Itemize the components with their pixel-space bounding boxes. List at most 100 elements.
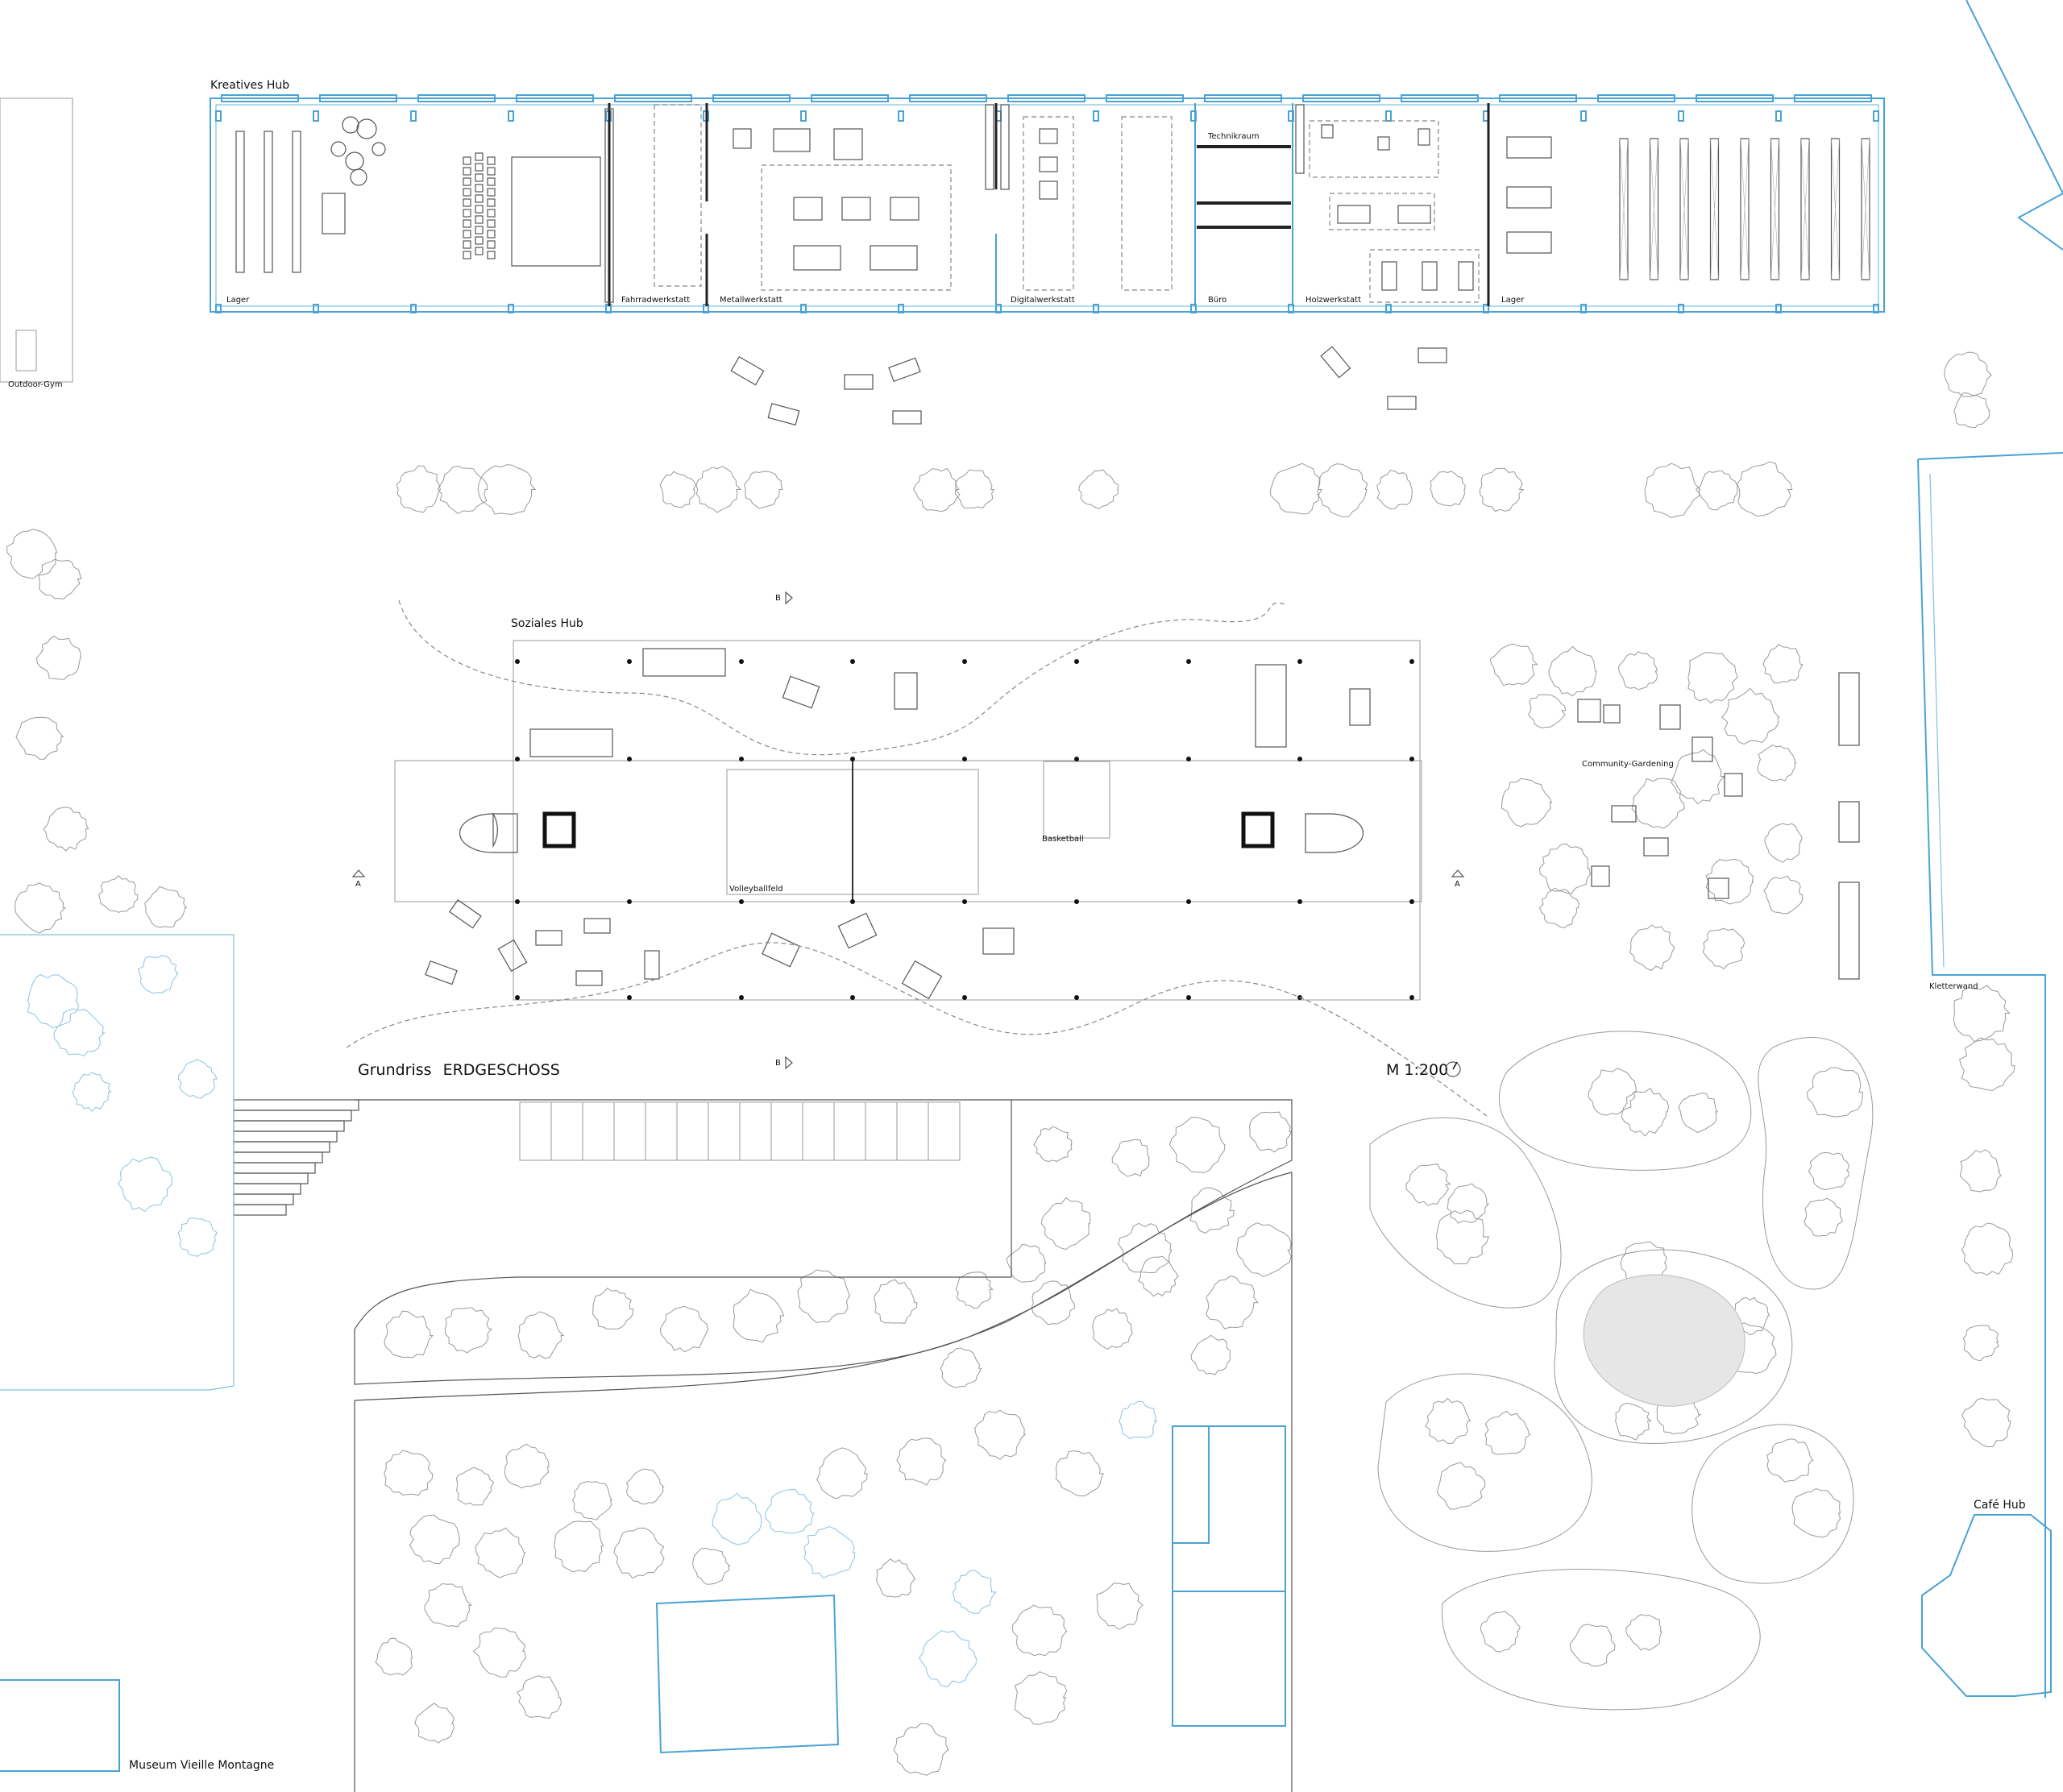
structural-column <box>515 757 520 761</box>
tree-icon <box>375 1637 413 1676</box>
tree-icon <box>1014 1671 1068 1725</box>
tree-icon <box>733 1288 785 1343</box>
storage-rack <box>604 108 614 303</box>
parking-bay <box>519 1101 552 1161</box>
window <box>319 94 397 102</box>
rack-bracing <box>1740 138 1750 280</box>
tree-icon <box>1763 875 1804 915</box>
parking-bay <box>708 1101 741 1161</box>
tree-icon <box>1092 1308 1133 1350</box>
tree-icon <box>1615 1402 1653 1441</box>
column <box>898 304 904 313</box>
structural-column <box>515 659 520 664</box>
column <box>1093 110 1099 122</box>
room-label-metallwerkstatt: Metallwerkstatt <box>720 296 782 305</box>
chair <box>463 230 471 239</box>
column <box>995 304 1002 313</box>
window <box>909 94 987 102</box>
tree-icon <box>1959 1149 2002 1193</box>
room-label-lager-1: Lager <box>226 296 250 305</box>
tree-icon <box>1644 463 1701 518</box>
tree-icon <box>1959 1037 2015 1091</box>
tree-icon <box>1944 351 1993 397</box>
chair <box>487 240 496 249</box>
rack-bracing <box>1770 138 1779 280</box>
tree-icon <box>1687 652 1739 704</box>
tree-icon <box>1762 644 1804 684</box>
column <box>898 110 904 122</box>
tree-icon <box>1235 1222 1292 1278</box>
tree-icon <box>15 882 66 934</box>
window <box>1302 94 1380 102</box>
column <box>1483 304 1489 313</box>
chair <box>475 184 484 193</box>
column <box>410 304 417 313</box>
structural-column <box>1186 757 1191 761</box>
tree-icon <box>384 1310 434 1359</box>
window <box>516 94 594 102</box>
window <box>1499 94 1577 102</box>
column <box>1580 110 1587 122</box>
tree-icon <box>1040 1197 1091 1251</box>
tree-icon <box>625 1468 665 1505</box>
tree-icon <box>1489 643 1538 687</box>
museum-label: Museum Vieille Montagne <box>129 1759 274 1772</box>
pond <box>1583 1274 1745 1407</box>
parking-bay <box>865 1101 898 1161</box>
tree-icon <box>455 1466 495 1506</box>
tree-icon <box>1270 463 1323 515</box>
structural-column <box>850 995 855 1000</box>
tree-icon <box>695 466 742 513</box>
tree-icon <box>873 1279 918 1324</box>
tree-icon <box>1766 1438 1814 1483</box>
column <box>1385 110 1392 122</box>
tree-icon <box>1953 985 2011 1043</box>
column <box>1190 304 1197 313</box>
window <box>1007 94 1085 102</box>
section-a-left: A <box>355 880 361 889</box>
tree-icon <box>1190 1334 1231 1375</box>
trees-layer <box>6 351 2015 1776</box>
parking-bay <box>582 1101 615 1161</box>
tree-icon <box>6 529 58 579</box>
basketball-label: Basketball <box>1042 835 1084 844</box>
tree-icon <box>1096 1583 1144 1630</box>
tree-icon <box>613 1527 665 1579</box>
chair <box>475 236 484 245</box>
parking-bay <box>802 1101 835 1161</box>
chair <box>463 209 471 218</box>
tree-icon <box>1055 1450 1104 1497</box>
tree-icon <box>1119 1400 1158 1440</box>
structural-column <box>850 899 855 904</box>
north-arrow-icon <box>1445 1061 1461 1077</box>
tree-icon <box>1317 463 1368 517</box>
structural-column <box>1186 659 1191 664</box>
stair-step <box>233 1130 338 1143</box>
storage-rack <box>1740 138 1750 280</box>
chair <box>475 173 484 182</box>
tree-icon <box>1206 1276 1259 1329</box>
chair <box>463 219 471 228</box>
tree-icon <box>409 1514 461 1565</box>
tree-icon <box>1447 1183 1490 1224</box>
storage-rack <box>1619 138 1629 280</box>
window <box>1204 94 1282 102</box>
tree-icon <box>1031 1280 1076 1325</box>
window <box>417 94 496 102</box>
structural-column <box>739 659 744 664</box>
chair <box>475 247 484 255</box>
tree-icon <box>444 1307 492 1354</box>
tree-icon <box>1621 1087 1670 1137</box>
column <box>1678 304 1684 313</box>
room-label-fahrradwerkstatt: Fahrradwerkstatt <box>621 296 690 305</box>
window <box>811 94 889 102</box>
column <box>800 304 807 313</box>
tree-icon <box>1538 887 1579 929</box>
tree-icon <box>692 1548 731 1585</box>
tree-icon <box>1484 1410 1532 1455</box>
tree-icon <box>53 1008 106 1056</box>
chair <box>475 205 484 214</box>
tree-icon <box>1430 471 1466 507</box>
room-label-digitalwerkstatt: Digitalwerkstatt <box>1011 296 1075 305</box>
